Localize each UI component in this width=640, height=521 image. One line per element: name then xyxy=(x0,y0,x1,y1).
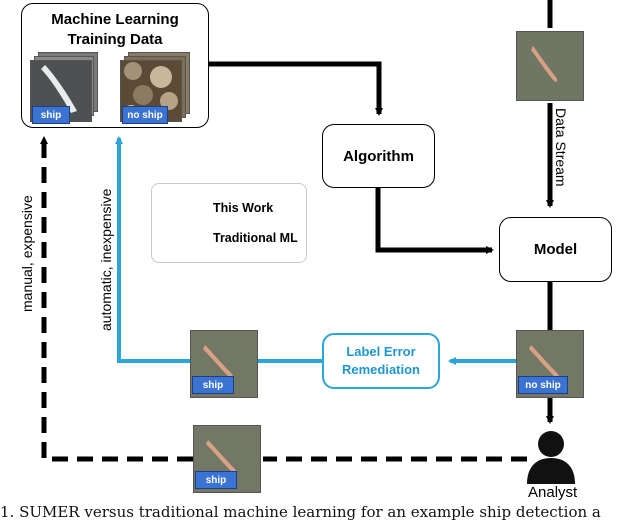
training-ship-tag: ship xyxy=(32,106,70,124)
analyst-icon xyxy=(527,431,575,484)
legend-traditional-label: Traditional ML xyxy=(213,231,298,245)
remediated-tag: ship xyxy=(192,376,234,394)
legend xyxy=(151,183,307,263)
figure-caption: 1. SUMER versus traditional machine lear… xyxy=(0,503,601,521)
edge-automatic-feedback xyxy=(115,136,190,363)
label-error-remediation-box: Label Error Remediation xyxy=(322,333,440,389)
training-data-title-line2: Training Data xyxy=(67,31,163,48)
edge-algorithm-to-model xyxy=(375,188,494,254)
training-data-title: Machine Learning Training Data xyxy=(21,10,209,50)
training-no-ship-tag: no ship xyxy=(122,106,168,124)
data-stream-label: Data Stream xyxy=(553,108,569,187)
label-error-line2: Remediation xyxy=(341,362,420,377)
legend-this-work-label: This Work xyxy=(213,201,274,215)
manual-expensive-label: manual, expensive xyxy=(19,195,35,312)
label-error-line1: Label Error xyxy=(346,344,416,359)
model-output-tag: no ship xyxy=(518,376,568,394)
model-box: Model xyxy=(499,217,612,282)
edge-training-to-algorithm xyxy=(207,61,383,116)
training-data-title-line1: Machine Learning xyxy=(51,11,179,28)
analyst-label: Analyst xyxy=(528,484,578,501)
automatic-inexpensive-label: automatic, inexpensive xyxy=(98,188,114,331)
algorithm-box: Algorithm xyxy=(322,124,435,188)
edge-manual-feedback xyxy=(40,136,193,462)
stream-input-image xyxy=(516,31,584,101)
analyst-labeled-tag: ship xyxy=(195,471,237,489)
